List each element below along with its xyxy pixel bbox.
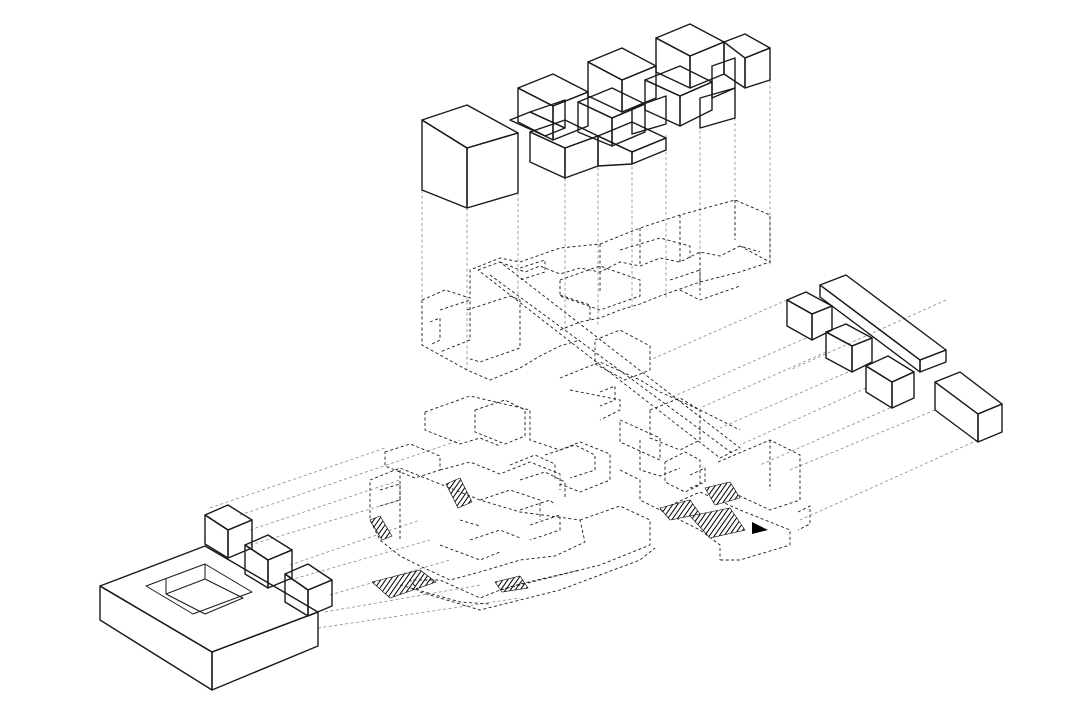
left-courtyard-block [99, 504, 333, 691]
cube-row-back [517, 23, 771, 141]
lower-building-wireframe [369, 395, 656, 611]
hatched-landscape-patches [369, 477, 768, 599]
cube-row-front [597, 95, 667, 167]
large-cube [421, 104, 519, 209]
right-block-row [786, 274, 1003, 443]
projection-lines [209, 80, 979, 629]
cube-row-middle [509, 57, 736, 179]
upper-cube-cluster [421, 23, 771, 209]
middle-building-wireframe [421, 199, 811, 561]
